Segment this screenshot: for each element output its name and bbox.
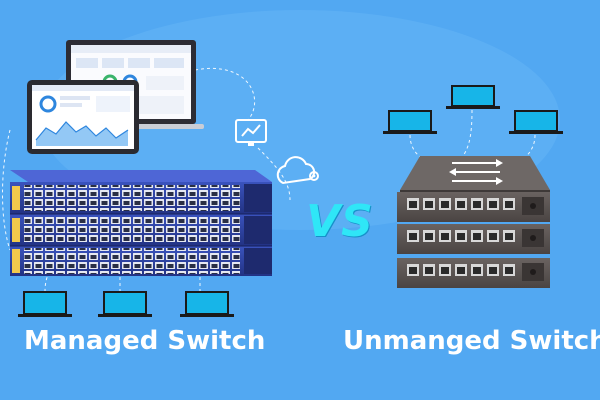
laptop-icon	[509, 110, 563, 134]
managed-switch	[10, 170, 272, 276]
tablet-icon	[27, 80, 139, 154]
monitor-chart-icon	[235, 119, 267, 146]
laptop-icon	[383, 110, 437, 134]
vs-label: VS	[306, 196, 374, 247]
laptop-icon	[446, 85, 500, 109]
unmanaged-switch-caption: Unmanged Switch	[343, 326, 600, 356]
laptop-icon	[18, 291, 72, 317]
unmanaged-switch	[397, 156, 550, 288]
laptop-icon	[98, 291, 152, 317]
laptop-icon	[180, 291, 234, 317]
network-arrows-icon	[449, 159, 503, 185]
cloud-gear-icon	[276, 156, 319, 185]
managed-switch-caption: Managed Switch	[24, 326, 266, 356]
